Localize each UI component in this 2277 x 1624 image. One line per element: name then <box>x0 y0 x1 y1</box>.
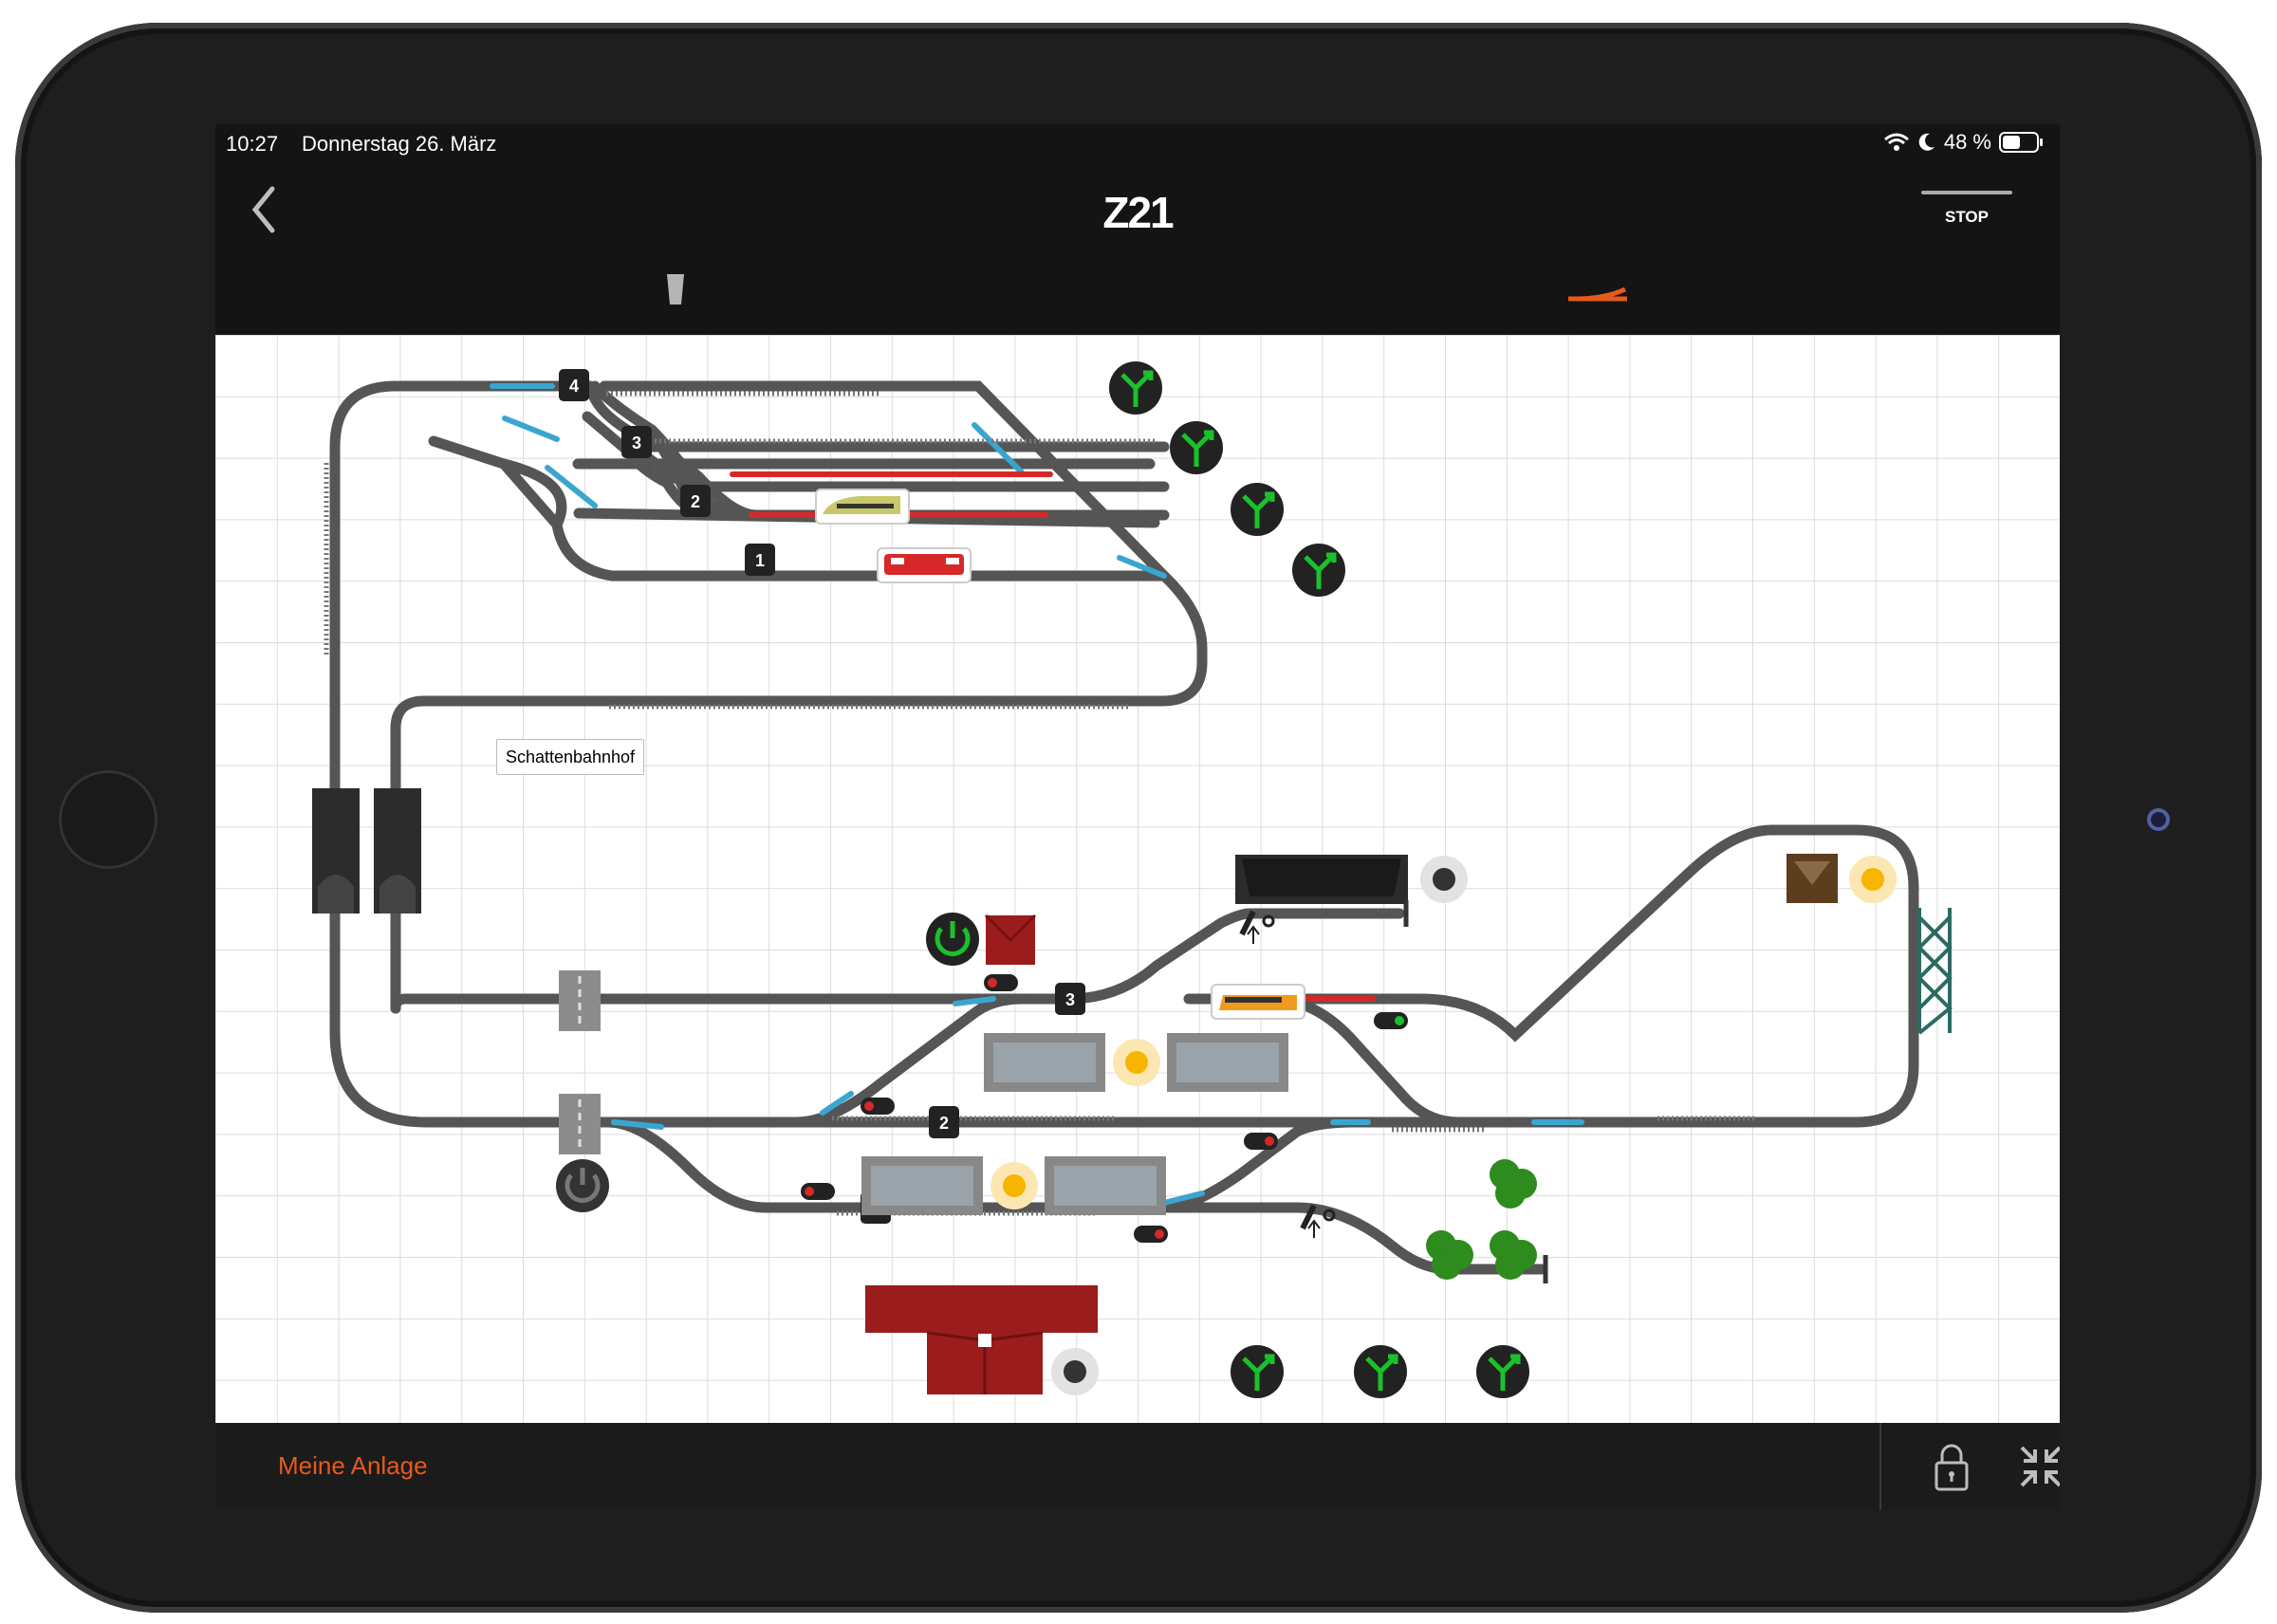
tab-controller-icon[interactable] <box>661 270 690 318</box>
tab-track-layout-icon[interactable] <box>1566 270 1629 318</box>
track-number-lower-3: 3 <box>1065 990 1075 1009</box>
track-signals[interactable] <box>801 974 1408 1243</box>
uncoupler-icon[interactable] <box>1239 910 1275 944</box>
green-signal-icon[interactable] <box>1374 1012 1408 1029</box>
wifi-icon <box>1883 133 1909 151</box>
platforms <box>861 1033 1288 1215</box>
lamp-on-icon[interactable] <box>990 1162 1038 1209</box>
uncouplers[interactable] <box>1239 910 1336 1238</box>
grid-background <box>215 335 2060 1423</box>
battery-icon <box>1999 132 2043 153</box>
turnout-switch-icon[interactable] <box>1476 1345 1529 1398</box>
bottom-bar: Meine Anlage <box>215 1423 2060 1510</box>
locomotive-icon[interactable] <box>815 489 910 525</box>
uncoupler-icon[interactable] <box>1300 1204 1336 1238</box>
red-signal-icon[interactable] <box>801 1183 835 1200</box>
battery-percent: 48 % <box>1943 130 1991 154</box>
status-right: 48 % <box>1883 130 2045 155</box>
red-signal-icon[interactable] <box>984 974 1018 991</box>
back-chevron-icon[interactable] <box>244 183 286 236</box>
track-number-lower-2: 2 <box>939 1114 949 1133</box>
red-signal-icon[interactable] <box>1134 1226 1168 1243</box>
track-number-upper-3: 3 <box>632 434 641 452</box>
power-buttons[interactable] <box>556 913 979 1212</box>
track-number-upper-4: 4 <box>569 377 579 396</box>
layout-name[interactable]: Meine Anlage <box>278 1451 428 1480</box>
moon-icon <box>1918 133 1935 151</box>
lamp-off-icon[interactable] <box>1051 1348 1099 1395</box>
buffer-stops <box>1403 900 1548 1283</box>
track-layout-canvas[interactable]: 4 3 2 1 3 2 1 <box>215 335 2060 1423</box>
nav-bar: Z21 STOP <box>215 166 2060 337</box>
status-date: Donnerstag 26. März <box>302 132 497 156</box>
turnout-switch-icon[interactable] <box>1109 361 1162 415</box>
lamps[interactable] <box>990 856 1897 1395</box>
turnout-switch-icon[interactable] <box>1354 1345 1407 1398</box>
signal-switches-top[interactable] <box>1109 361 1345 597</box>
bridge <box>1916 908 1953 1035</box>
track-number-upper-2: 2 <box>691 492 700 511</box>
buildings <box>865 854 1838 1394</box>
collapse-icon[interactable] <box>2014 1440 2060 1493</box>
tunnel-portals <box>312 788 421 914</box>
turnout-switch-icon[interactable] <box>1231 483 1284 536</box>
camera-icon <box>2147 808 2170 831</box>
home-button[interactable] <box>59 770 157 869</box>
locomotive-icon[interactable] <box>877 547 972 583</box>
stop-label: STOP <box>1945 208 1989 226</box>
status-bar: 10:27 Donnerstag 26. März 48 % <box>215 124 2060 166</box>
stop-button[interactable]: STOP <box>1921 191 2012 227</box>
level-crossings <box>559 970 601 1154</box>
red-signal-icon[interactable] <box>861 1098 895 1115</box>
section-label: Schattenbahnhof <box>496 739 644 775</box>
lock-icon[interactable] <box>1925 1440 1978 1493</box>
turnout-switch-icon[interactable] <box>1170 421 1223 474</box>
lamp-on-icon[interactable] <box>1113 1039 1160 1086</box>
track-number-upper-1: 1 <box>755 551 765 570</box>
app-title: Z21 <box>1102 188 1174 237</box>
track-number-badges <box>559 369 1085 1224</box>
turnout-switch-icon[interactable] <box>1231 1345 1284 1398</box>
track-diagram[interactable]: 4 3 2 1 3 2 1 <box>215 335 2060 1423</box>
power-on-icon[interactable] <box>926 913 979 966</box>
locomotives[interactable] <box>815 489 1305 1020</box>
screen: 10:27 Donnerstag 26. März 48 % Z21 <box>215 124 2060 1510</box>
locomotive-icon[interactable] <box>1211 984 1305 1020</box>
trees <box>1426 1159 1537 1280</box>
status-time: 10:27 <box>226 132 279 156</box>
signal-switches-bottom[interactable] <box>1231 1345 1529 1398</box>
lamp-off-icon[interactable] <box>1420 856 1468 903</box>
footer-divider <box>1879 1423 1881 1510</box>
lamp-on-icon[interactable] <box>1849 856 1897 903</box>
turnout-switch-icon[interactable] <box>1292 544 1345 597</box>
stop-bar <box>1921 191 2012 194</box>
power-off-icon[interactable] <box>556 1159 609 1212</box>
red-signal-icon[interactable] <box>1244 1133 1278 1150</box>
